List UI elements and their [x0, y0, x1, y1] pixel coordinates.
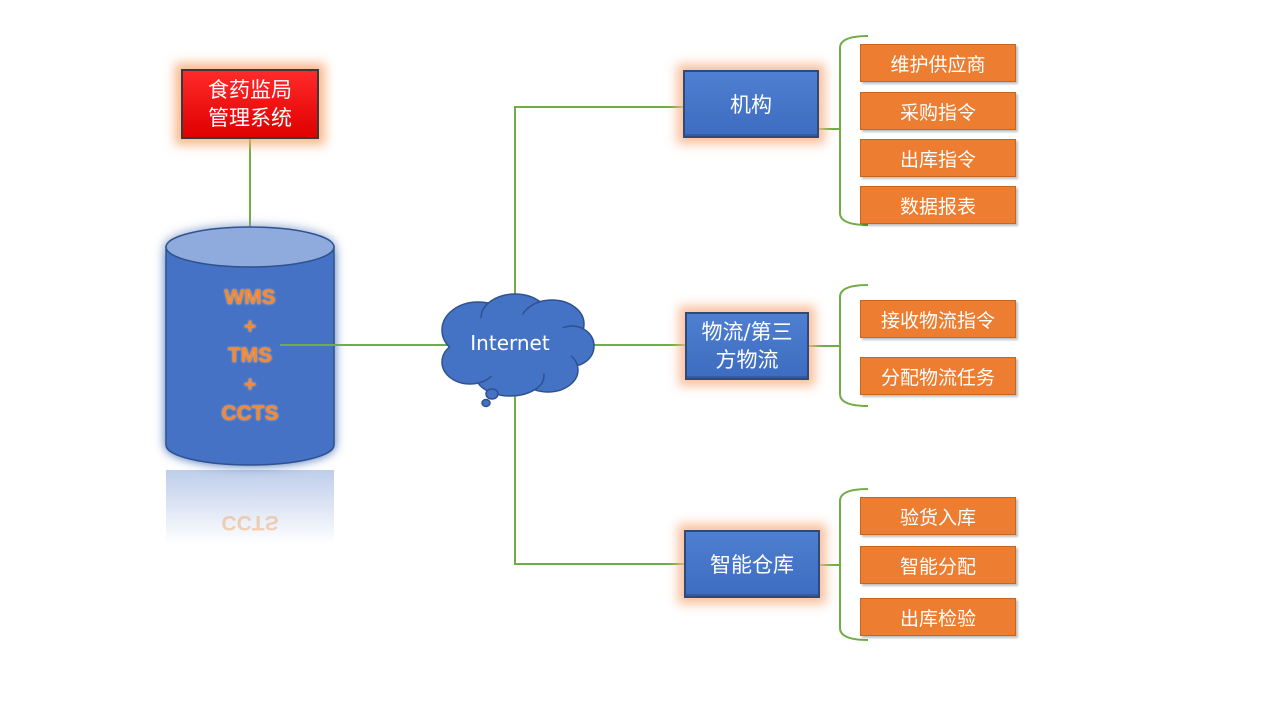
internet-label: Internet — [470, 331, 550, 355]
task-assign-logistics-task: 分配物流任务 — [860, 357, 1016, 395]
connector-internet-org — [514, 106, 683, 300]
node-logistics-label-line2: 方物流 — [715, 348, 779, 372]
task-inspect-inbound: 验货入库 — [860, 497, 1016, 535]
database-label-wms: WMS — [224, 286, 276, 309]
task-receive-logistics-order: 接收物流指令 — [860, 300, 1016, 338]
database-label-plus-2: + — [243, 373, 257, 396]
database-label-tms: TMS — [227, 344, 273, 367]
database-reflection-label: CCTS — [221, 511, 279, 534]
cloud-shape — [441, 293, 595, 408]
database-label-ccts: CCTS — [221, 402, 279, 425]
node-organization-label: 机构 — [730, 93, 772, 117]
task-data-report: 数据报表 — [860, 186, 1016, 224]
task-outbound-order: 出库指令 — [860, 139, 1016, 177]
bracket-warehouse — [839, 488, 869, 641]
database-reflection — [166, 470, 334, 545]
database-cylinder — [165, 226, 335, 466]
task-outbound-inspection: 出库检验 — [860, 598, 1016, 636]
regulator-label-line1: 食药监局 — [208, 78, 292, 102]
node-smart-warehouse: 智能仓库 — [684, 530, 820, 598]
task-purchase-order: 采购指令 — [860, 92, 1016, 130]
task-maintain-supplier: 维护供应商 — [860, 44, 1016, 82]
bracket-logistics — [839, 284, 869, 407]
node-organization: 机构 — [683, 70, 819, 138]
node-logistics: 物流/第三 方物流 — [685, 312, 809, 380]
node-logistics-label-line1: 物流/第三 — [701, 320, 793, 344]
regulator-system-box: 食药监局 管理系统 — [181, 69, 319, 139]
node-smart-warehouse-label: 智能仓库 — [710, 553, 794, 577]
bracket-org — [839, 35, 869, 226]
connector-internet-warehouse — [514, 390, 684, 565]
task-smart-allocation: 智能分配 — [860, 546, 1016, 584]
regulator-label-line2: 管理系统 — [208, 106, 292, 130]
database-label-plus-1: + — [243, 315, 257, 338]
